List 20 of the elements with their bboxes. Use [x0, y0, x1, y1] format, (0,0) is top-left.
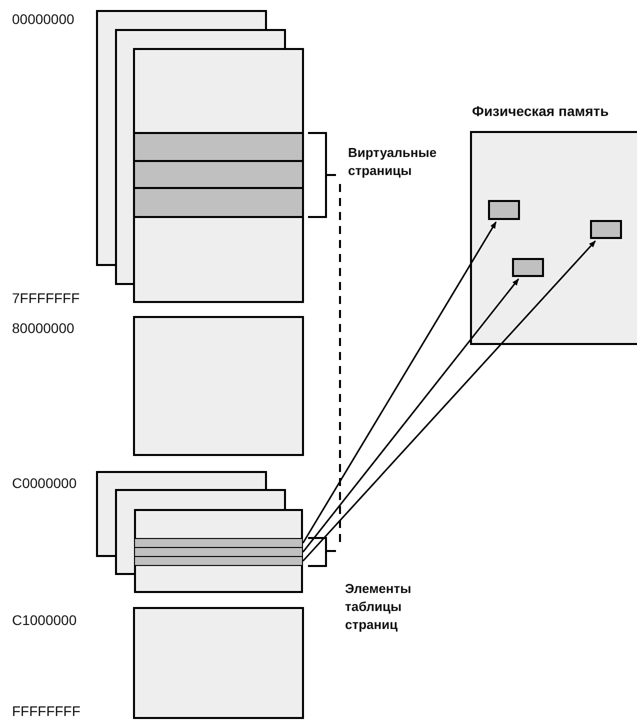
address-label: C1000000 [12, 612, 77, 628]
page-table-entry [134, 538, 303, 548]
page-table-frame [134, 509, 303, 593]
address-label: 7FFFFFFF [12, 290, 80, 306]
physical-page [590, 220, 622, 239]
page-table-entry [134, 556, 303, 566]
physical-page [512, 258, 544, 277]
callout-label: Виртуальные страницы [348, 144, 438, 180]
arrow [302, 221, 497, 544]
physical-page [488, 200, 520, 220]
heading: Физическая память [472, 102, 609, 120]
address-label: 80000000 [12, 320, 74, 336]
address-label: FFFFFFFF [12, 703, 80, 719]
callout-label: Элементы таблицы страниц [345, 580, 412, 634]
page-table-entry [134, 547, 303, 557]
arrow [302, 278, 520, 552]
arrow [302, 240, 596, 562]
address-label: C0000000 [12, 475, 77, 491]
address-label: 00000000 [12, 11, 74, 27]
memory-frame [470, 131, 637, 345]
